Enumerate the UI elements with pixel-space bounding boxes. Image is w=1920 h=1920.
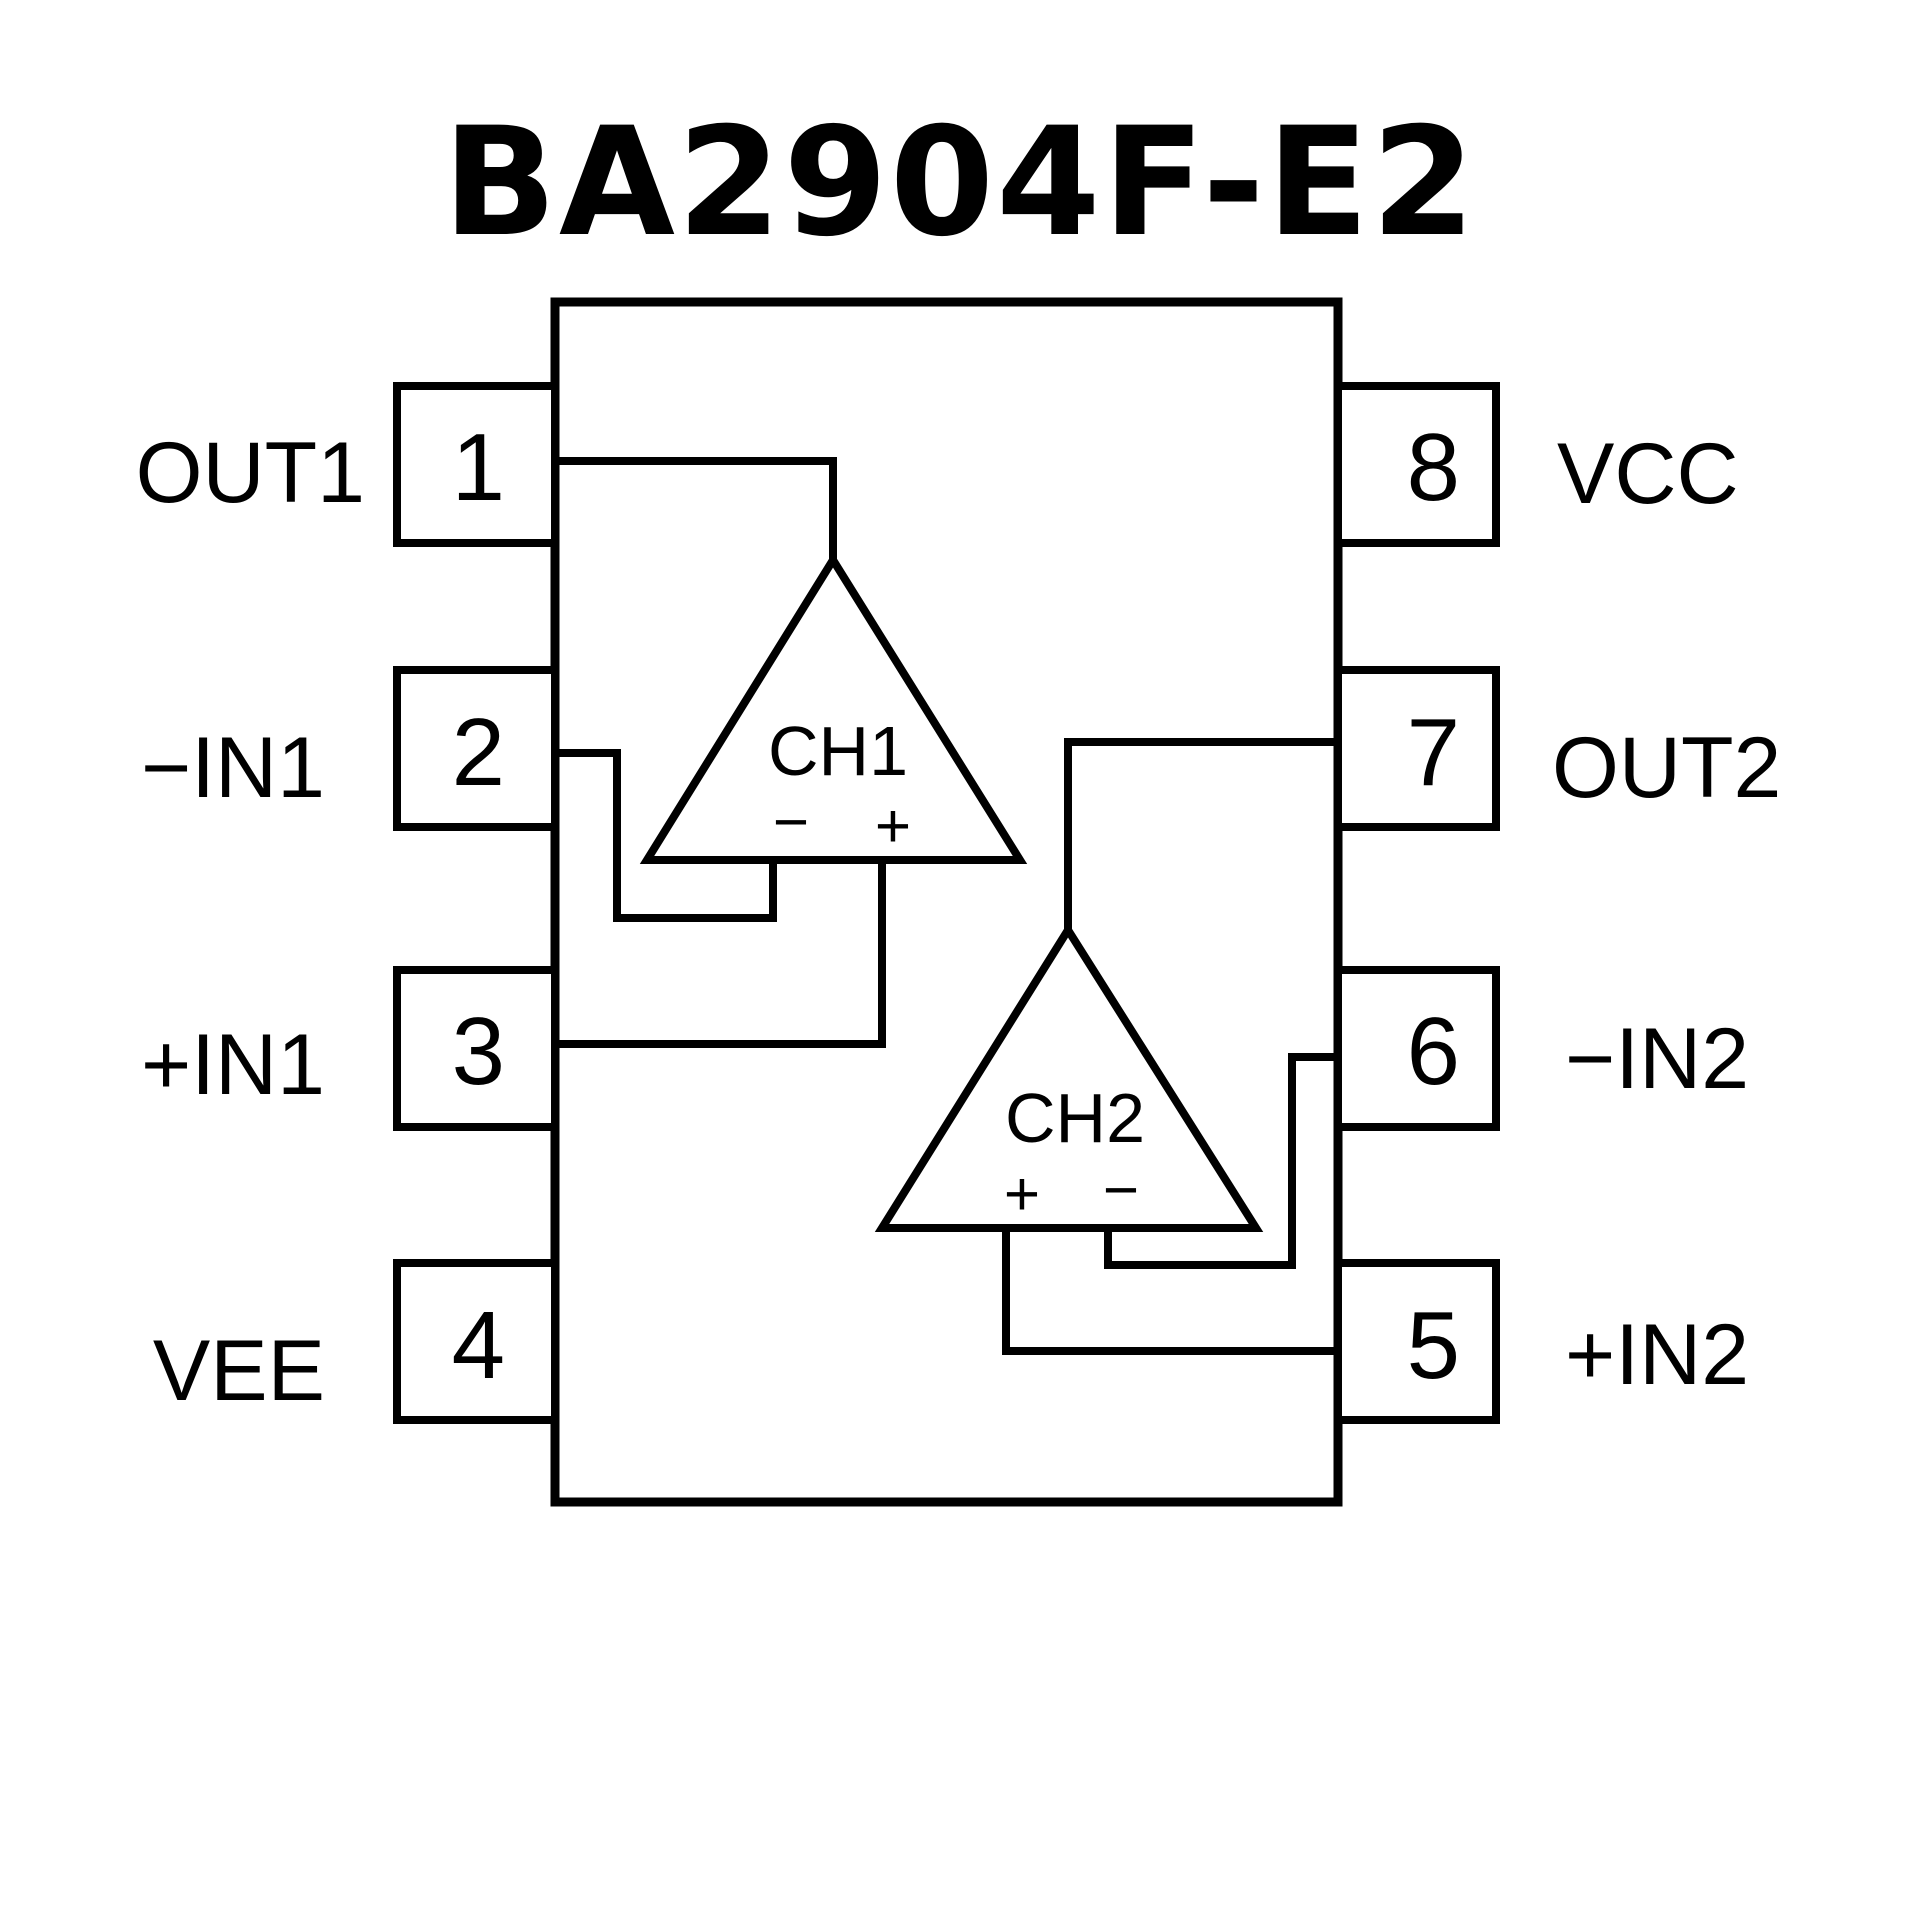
wire-out1 xyxy=(555,457,837,564)
pin-name-2: −IN1 xyxy=(141,720,325,816)
pin-number-4: 4 xyxy=(452,1292,505,1399)
wire-in2-plus xyxy=(1002,1224,1338,1355)
pin-box-7 xyxy=(1334,666,1500,831)
opamp-ch2-inverting-sign: − xyxy=(1103,1156,1139,1225)
pin-name-7: OUT2 xyxy=(1552,720,1781,816)
wire-out2 xyxy=(1064,738,1338,934)
opamp-ch1 xyxy=(639,552,1028,864)
opamp-ch1-noninverting-sign: + xyxy=(875,792,911,861)
opamp-ch2-noninverting-sign: + xyxy=(1004,1160,1040,1229)
pin-number-2: 2 xyxy=(452,699,505,806)
pin-box-3 xyxy=(393,966,559,1131)
opamp-ch2-label: CH2 xyxy=(1005,1079,1145,1157)
wire-in2-minus xyxy=(1104,1053,1338,1269)
wire-in1-minus xyxy=(555,749,777,922)
pin-name-8: VCC xyxy=(1557,426,1739,522)
pin-number-1: 1 xyxy=(452,414,505,521)
part-number-title: BA2904F-E2 xyxy=(442,96,1478,270)
pin-name-4: VEE xyxy=(153,1323,325,1419)
pin-number-6: 6 xyxy=(1407,998,1460,1105)
opamp-ch1-inverting-sign: − xyxy=(773,788,809,857)
pin-box-4 xyxy=(393,1259,559,1424)
pin-name-5: +IN2 xyxy=(1565,1307,1749,1403)
pin-box-1 xyxy=(393,382,559,547)
pin-number-8: 8 xyxy=(1407,414,1460,521)
opamp-ch1-label: CH1 xyxy=(768,712,908,790)
pin-name-1: OUT1 xyxy=(136,425,365,521)
pin-number-3: 3 xyxy=(452,998,505,1105)
opamp-ch2 xyxy=(874,922,1264,1232)
wire-in1-plus xyxy=(555,856,886,1048)
pin-number-7: 7 xyxy=(1407,699,1460,806)
pin-box-2 xyxy=(393,666,559,831)
pin-number-5: 5 xyxy=(1407,1292,1460,1399)
pin-box-6 xyxy=(1334,966,1500,1131)
pin-box-8 xyxy=(1334,382,1500,547)
ic-body xyxy=(550,297,1343,1507)
pin-name-3: +IN1 xyxy=(141,1017,325,1113)
pin-name-6: −IN2 xyxy=(1565,1011,1749,1107)
